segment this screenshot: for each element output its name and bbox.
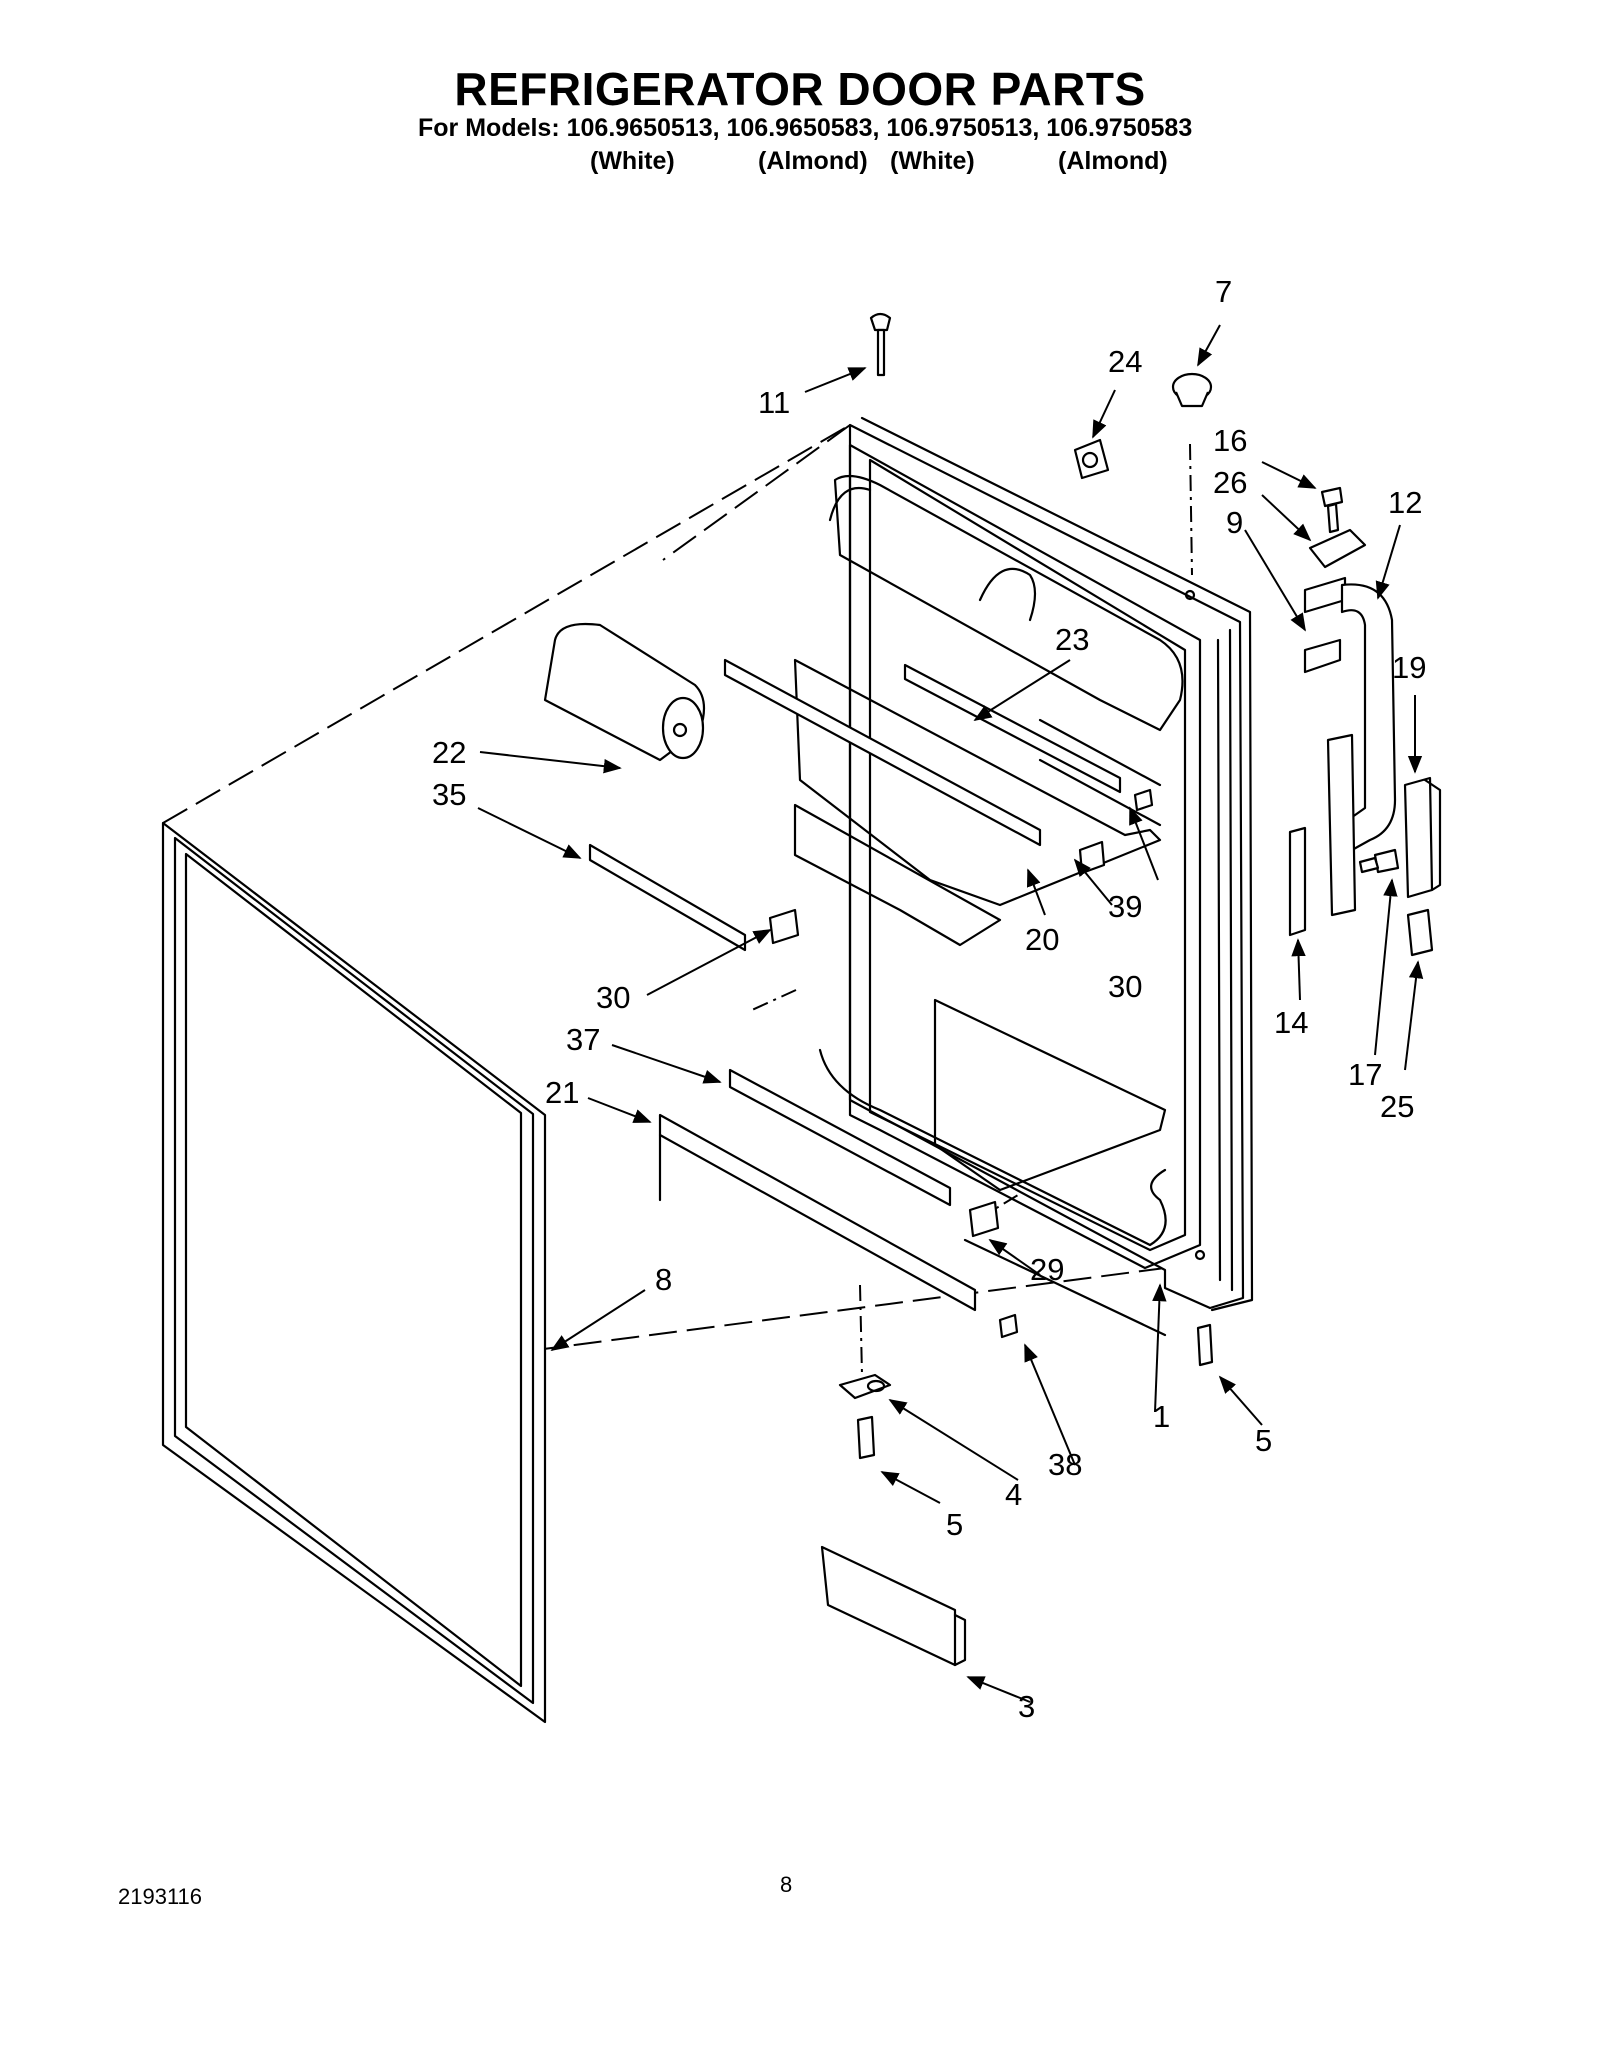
callout-labels: 1 3 4 5 5 7 8 9 11 12 14 16 17 19 20 21 …	[432, 274, 1426, 1724]
callout-14: 14	[1274, 1005, 1308, 1040]
callout-25: 25	[1380, 1089, 1414, 1124]
callout-4: 4	[1005, 1477, 1022, 1512]
callout-21: 21	[545, 1075, 579, 1110]
callout-23: 23	[1055, 622, 1089, 657]
callout-12: 12	[1388, 485, 1422, 520]
callout-37: 37	[566, 1022, 600, 1057]
callout-5-bottom: 5	[946, 1507, 963, 1542]
callout-17: 17	[1348, 1057, 1382, 1092]
models-line: For Models: 106.9650513, 106.9650583, 10…	[418, 114, 1193, 142]
callout-1: 1	[1153, 1399, 1170, 1434]
callout-16: 16	[1213, 423, 1247, 458]
parts	[543, 312, 1442, 1667]
callout-5-right: 5	[1255, 1423, 1272, 1458]
callout-11: 11	[758, 385, 790, 420]
model-color-2: (Almond)	[758, 147, 868, 175]
callout-30-left: 30	[596, 980, 630, 1015]
model-color-1: (White)	[590, 147, 675, 175]
callout-39: 39	[1108, 889, 1142, 924]
callout-38: 38	[1048, 1447, 1082, 1482]
document-number: 2193116	[118, 1884, 203, 1909]
callout-24: 24	[1108, 344, 1142, 379]
page-title: REFRIGERATOR DOOR PARTS	[454, 63, 1146, 115]
door-gasket	[161, 821, 547, 1724]
callout-29: 29	[1030, 1252, 1064, 1287]
callout-30-right: 30	[1108, 969, 1142, 1004]
callout-22: 22	[432, 735, 466, 770]
model-color-4: (Almond)	[1058, 147, 1168, 175]
callout-3: 3	[1018, 1689, 1035, 1724]
leader-arrows	[477, 324, 1424, 1703]
page-number: 8	[780, 1872, 793, 1897]
callout-8: 8	[655, 1262, 672, 1297]
callout-35: 35	[432, 777, 466, 812]
callout-20: 20	[1025, 922, 1059, 957]
door-assembly	[793, 416, 1254, 1337]
callout-19: 19	[1392, 650, 1426, 685]
callout-9: 9	[1226, 505, 1243, 540]
model-color-3: (White)	[890, 147, 975, 175]
callout-7: 7	[1215, 274, 1232, 309]
callout-26: 26	[1213, 465, 1247, 500]
